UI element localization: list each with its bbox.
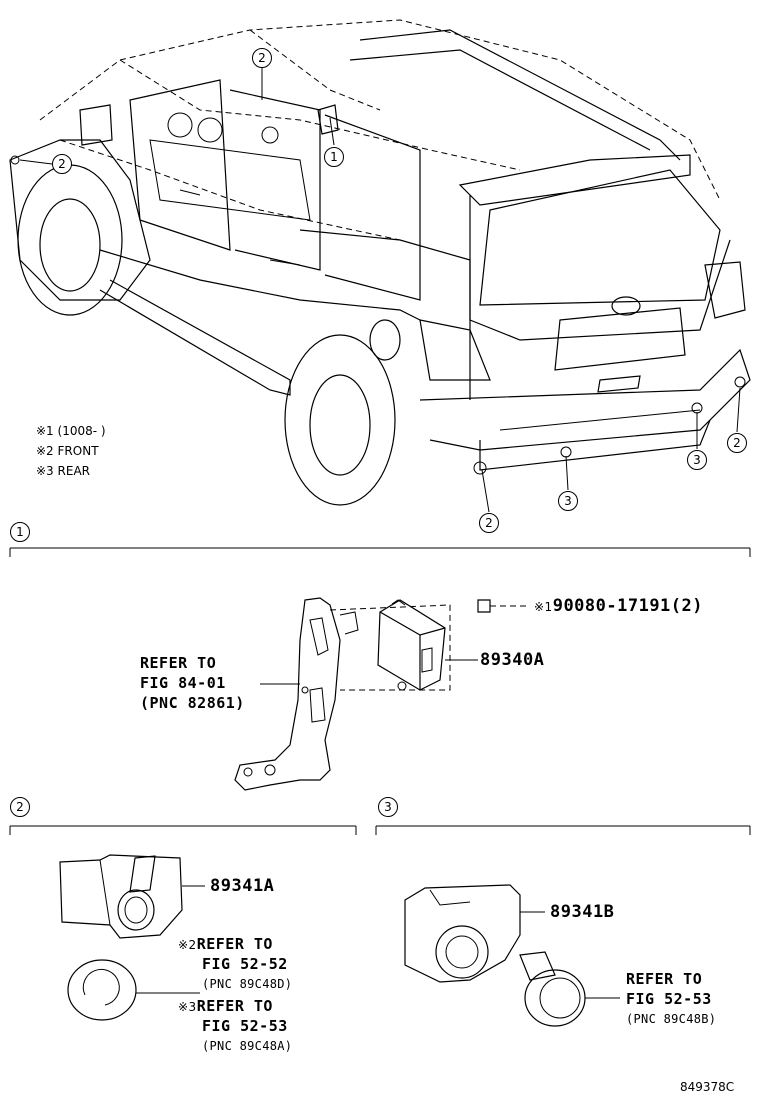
bolt-mark: ※1 <box>534 600 553 614</box>
callout-2-rear-corner: 2 <box>727 433 747 453</box>
legend-mark: ※2 <box>36 444 54 458</box>
section1-refer-line1: REFER TO <box>140 654 217 672</box>
part-number-89341B[interactable]: 89341B <box>550 902 615 922</box>
ref-rear-line1: REFER TO <box>196 997 273 1015</box>
callout-3-rear-center: 3 <box>558 491 578 511</box>
legend-item-2: ※2 FRONT <box>36 444 99 458</box>
legend-mark: ※1 <box>36 424 54 438</box>
callout-2-roof: 2 <box>252 48 272 68</box>
section1-refer-line3: (PNC 82861) <box>140 694 245 712</box>
part-number-89341A[interactable]: 89341A <box>210 876 275 896</box>
bolt-number: 90080-17191(2) <box>552 596 703 616</box>
section2-ref-front: ※2REFER TO <box>178 935 273 953</box>
section2-ref-rear-line2: FIG 52-53 <box>202 1017 288 1035</box>
section3-ref-line2: FIG 52-53 <box>626 990 712 1008</box>
callout-1-ecu: 1 <box>324 147 344 167</box>
section-3-number: 3 <box>378 797 398 817</box>
section-2-number: 2 <box>10 797 30 817</box>
callout-2-front: 2 <box>52 154 72 174</box>
section2-ref-front-line2: FIG 52-52 <box>202 955 288 973</box>
ref-front-line1: REFER TO <box>196 935 273 953</box>
legend-text: REAR <box>57 464 90 478</box>
section3-ref-line1: REFER TO <box>626 970 703 988</box>
section2-ref-rear: ※3REFER TO <box>178 997 273 1015</box>
part-number-bolt[interactable]: ※190080-17191(2) <box>534 596 703 616</box>
diagram-id: 849378C <box>680 1080 735 1094</box>
ref-rear-mark: ※3 <box>178 1000 197 1014</box>
legend-item-3: ※3 REAR <box>36 464 90 478</box>
section-1-number: 1 <box>10 522 30 542</box>
part-number-89340A[interactable]: 89340A <box>480 650 545 670</box>
legend-item-1: ※1 (1008- ) <box>36 424 106 438</box>
legend-text: (1008- ) <box>57 424 106 438</box>
ref-front-mark: ※2 <box>178 938 197 952</box>
callout-2-rear-left: 2 <box>479 513 499 533</box>
section1-refer-line2: FIG 84-01 <box>140 674 226 692</box>
callout-3-rear-right: 3 <box>687 450 707 470</box>
section3-ref-line3: (PNC 89C48B) <box>626 1012 717 1026</box>
legend-text: FRONT <box>57 444 99 458</box>
legend-mark: ※3 <box>36 464 54 478</box>
section2-ref-rear-line3: (PNC 89C48A) <box>202 1039 293 1053</box>
section2-ref-front-line3: (PNC 89C48D) <box>202 977 293 991</box>
